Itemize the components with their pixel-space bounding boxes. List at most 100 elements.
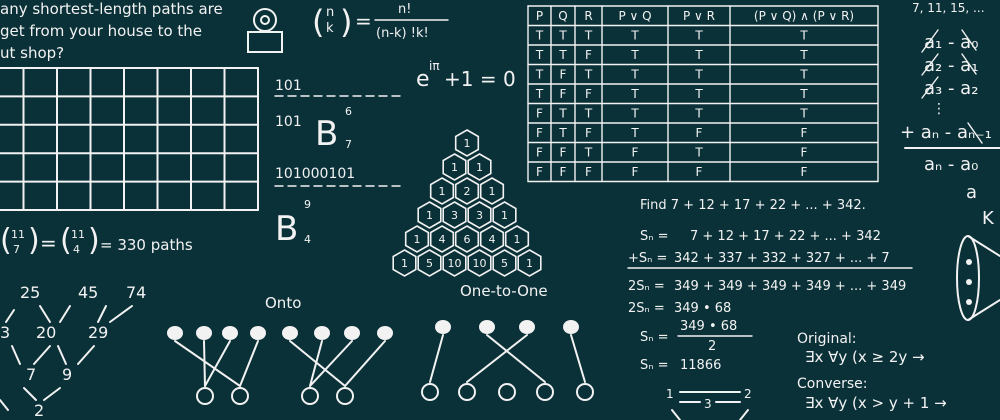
svg-text:): ) — [28, 223, 40, 258]
truth-cell: T — [799, 29, 808, 43]
tele-r2: a₂ - a₁ — [924, 55, 978, 76]
onto-domain-dot — [196, 326, 212, 340]
converse-statement: ∃x ∀y (x > y + 1 → — [805, 394, 947, 412]
tree-n5: 20 — [36, 323, 56, 342]
truth-cell: T — [630, 126, 639, 140]
path-grid — [0, 67, 259, 211]
onto-domain-dot — [167, 326, 183, 340]
pascal-hex — [392, 249, 417, 277]
pascal-hex — [417, 201, 442, 229]
pascal-hex — [429, 177, 455, 205]
binary-sub-1: 7 — [345, 138, 352, 151]
onto-domain-dot — [344, 326, 360, 340]
tele-r6: a — [966, 182, 977, 203]
answer-mid-top: 11 — [71, 228, 85, 241]
oto-arrow — [486, 334, 546, 383]
tree-n6: 29 — [88, 323, 108, 342]
problem-line-1: any shortest-length paths are — [0, 0, 223, 18]
pascal-hex — [467, 249, 492, 277]
pascal-value: 1 — [489, 185, 496, 198]
truth-cell: T — [694, 87, 703, 101]
truth-cell: T — [535, 48, 544, 62]
binary-sub-2: 4 — [304, 233, 311, 246]
binary-row-1: 101 — [275, 78, 302, 94]
answer-lhs-bottom: 7 — [13, 243, 20, 256]
one-to-one-label: One-to-One — [460, 282, 548, 300]
tree-n3: 74 — [126, 283, 146, 302]
truth-cell: F — [585, 48, 592, 62]
truth-cell: T — [694, 146, 703, 160]
oto-arrow — [570, 334, 586, 383]
pascal-hex — [429, 225, 455, 253]
truth-cell: F — [585, 126, 592, 140]
series-derivation: Find 7 + 12 + 17 + 22 + ... + 342. Sₙ = … — [627, 198, 913, 373]
series-l5-num: 349 • 68 — [680, 319, 737, 334]
truth-cell: F — [560, 68, 567, 82]
svg-text:=: = — [40, 231, 57, 255]
cone-sketch — [956, 235, 1000, 321]
binary-row-2: 101 — [275, 114, 302, 130]
euler-rest: +1 = 0 — [444, 67, 516, 91]
problem-line-3: ut shop? — [0, 44, 64, 62]
truth-cell: T — [799, 48, 808, 62]
donut-shop-icon — [247, 8, 283, 53]
series-l4b: 349 • 68 — [674, 301, 731, 316]
onto-domain-dot — [250, 326, 266, 340]
truth-cell: F — [585, 87, 592, 101]
truth-cell: F — [536, 165, 543, 179]
pascal-hex — [479, 177, 505, 205]
pascal-hex — [442, 153, 467, 181]
series-l5a: Sₙ = — [640, 330, 668, 345]
svg-text:=: = — [355, 9, 372, 33]
path-answer: ( 11 7 ) = ( 11 4 ) = 330 paths — [0, 223, 193, 258]
truth-cell: F — [801, 165, 808, 179]
series-find: Find 7 + 12 + 17 + 22 + ... + 342. — [640, 198, 866, 213]
pascal-value: 1 — [476, 161, 483, 174]
pascal-value: 5 — [501, 257, 508, 270]
truth-cell: T — [630, 29, 639, 43]
pascal-value: 6 — [464, 233, 471, 246]
onto-arrow — [203, 340, 206, 387]
svg-text:⋮: ⋮ — [932, 101, 946, 117]
truth-cell: T — [584, 29, 593, 43]
series-l3b: 349 + 349 + 349 + 349 + ... + 349 — [674, 279, 906, 294]
truth-cell: T — [535, 87, 544, 101]
truth-cell: T — [584, 107, 593, 121]
onto-codomain-dot — [196, 387, 214, 405]
sequence-top-right: 7, 11, 15, ... — [912, 1, 985, 15]
pascal-value: 4 — [439, 233, 446, 246]
onto-codomain-dot — [231, 387, 249, 405]
oto-codomain-dot — [421, 383, 439, 401]
onto-domain-dot — [377, 326, 393, 340]
pascal-value: 3 — [476, 209, 483, 222]
series-l3a: 2Sₙ = — [628, 279, 665, 294]
truth-cell: T — [584, 68, 593, 82]
pascal-value: 4 — [489, 233, 496, 246]
truth-cell: F — [632, 146, 639, 160]
truth-cell: T — [558, 48, 567, 62]
truth-cell: T — [799, 68, 808, 82]
truth-header: R — [584, 9, 592, 23]
truth-cell: F — [560, 87, 567, 101]
bottom-n3: 2 — [744, 387, 752, 401]
pascal-hex — [454, 225, 480, 253]
truth-cell: T — [630, 48, 639, 62]
truth-cell: T — [558, 29, 567, 43]
tree-n4: 3 — [0, 323, 10, 342]
series-l1b: 7 + 12 + 17 + 22 + ... + 342 — [690, 229, 881, 244]
truth-cell: T — [694, 107, 703, 121]
truth-cell: F — [801, 146, 808, 160]
binomial-n: n — [326, 5, 334, 20]
truth-cell: T — [630, 107, 639, 121]
one-to-one-diagram — [421, 320, 594, 401]
truth-cell: T — [535, 29, 544, 43]
pascal-value: 1 — [426, 209, 433, 222]
pascal-hex — [442, 249, 467, 277]
pascal-hex — [492, 201, 517, 229]
truth-cell: T — [694, 68, 703, 82]
onto-arrow — [309, 340, 323, 387]
pascal-hex — [454, 129, 480, 157]
